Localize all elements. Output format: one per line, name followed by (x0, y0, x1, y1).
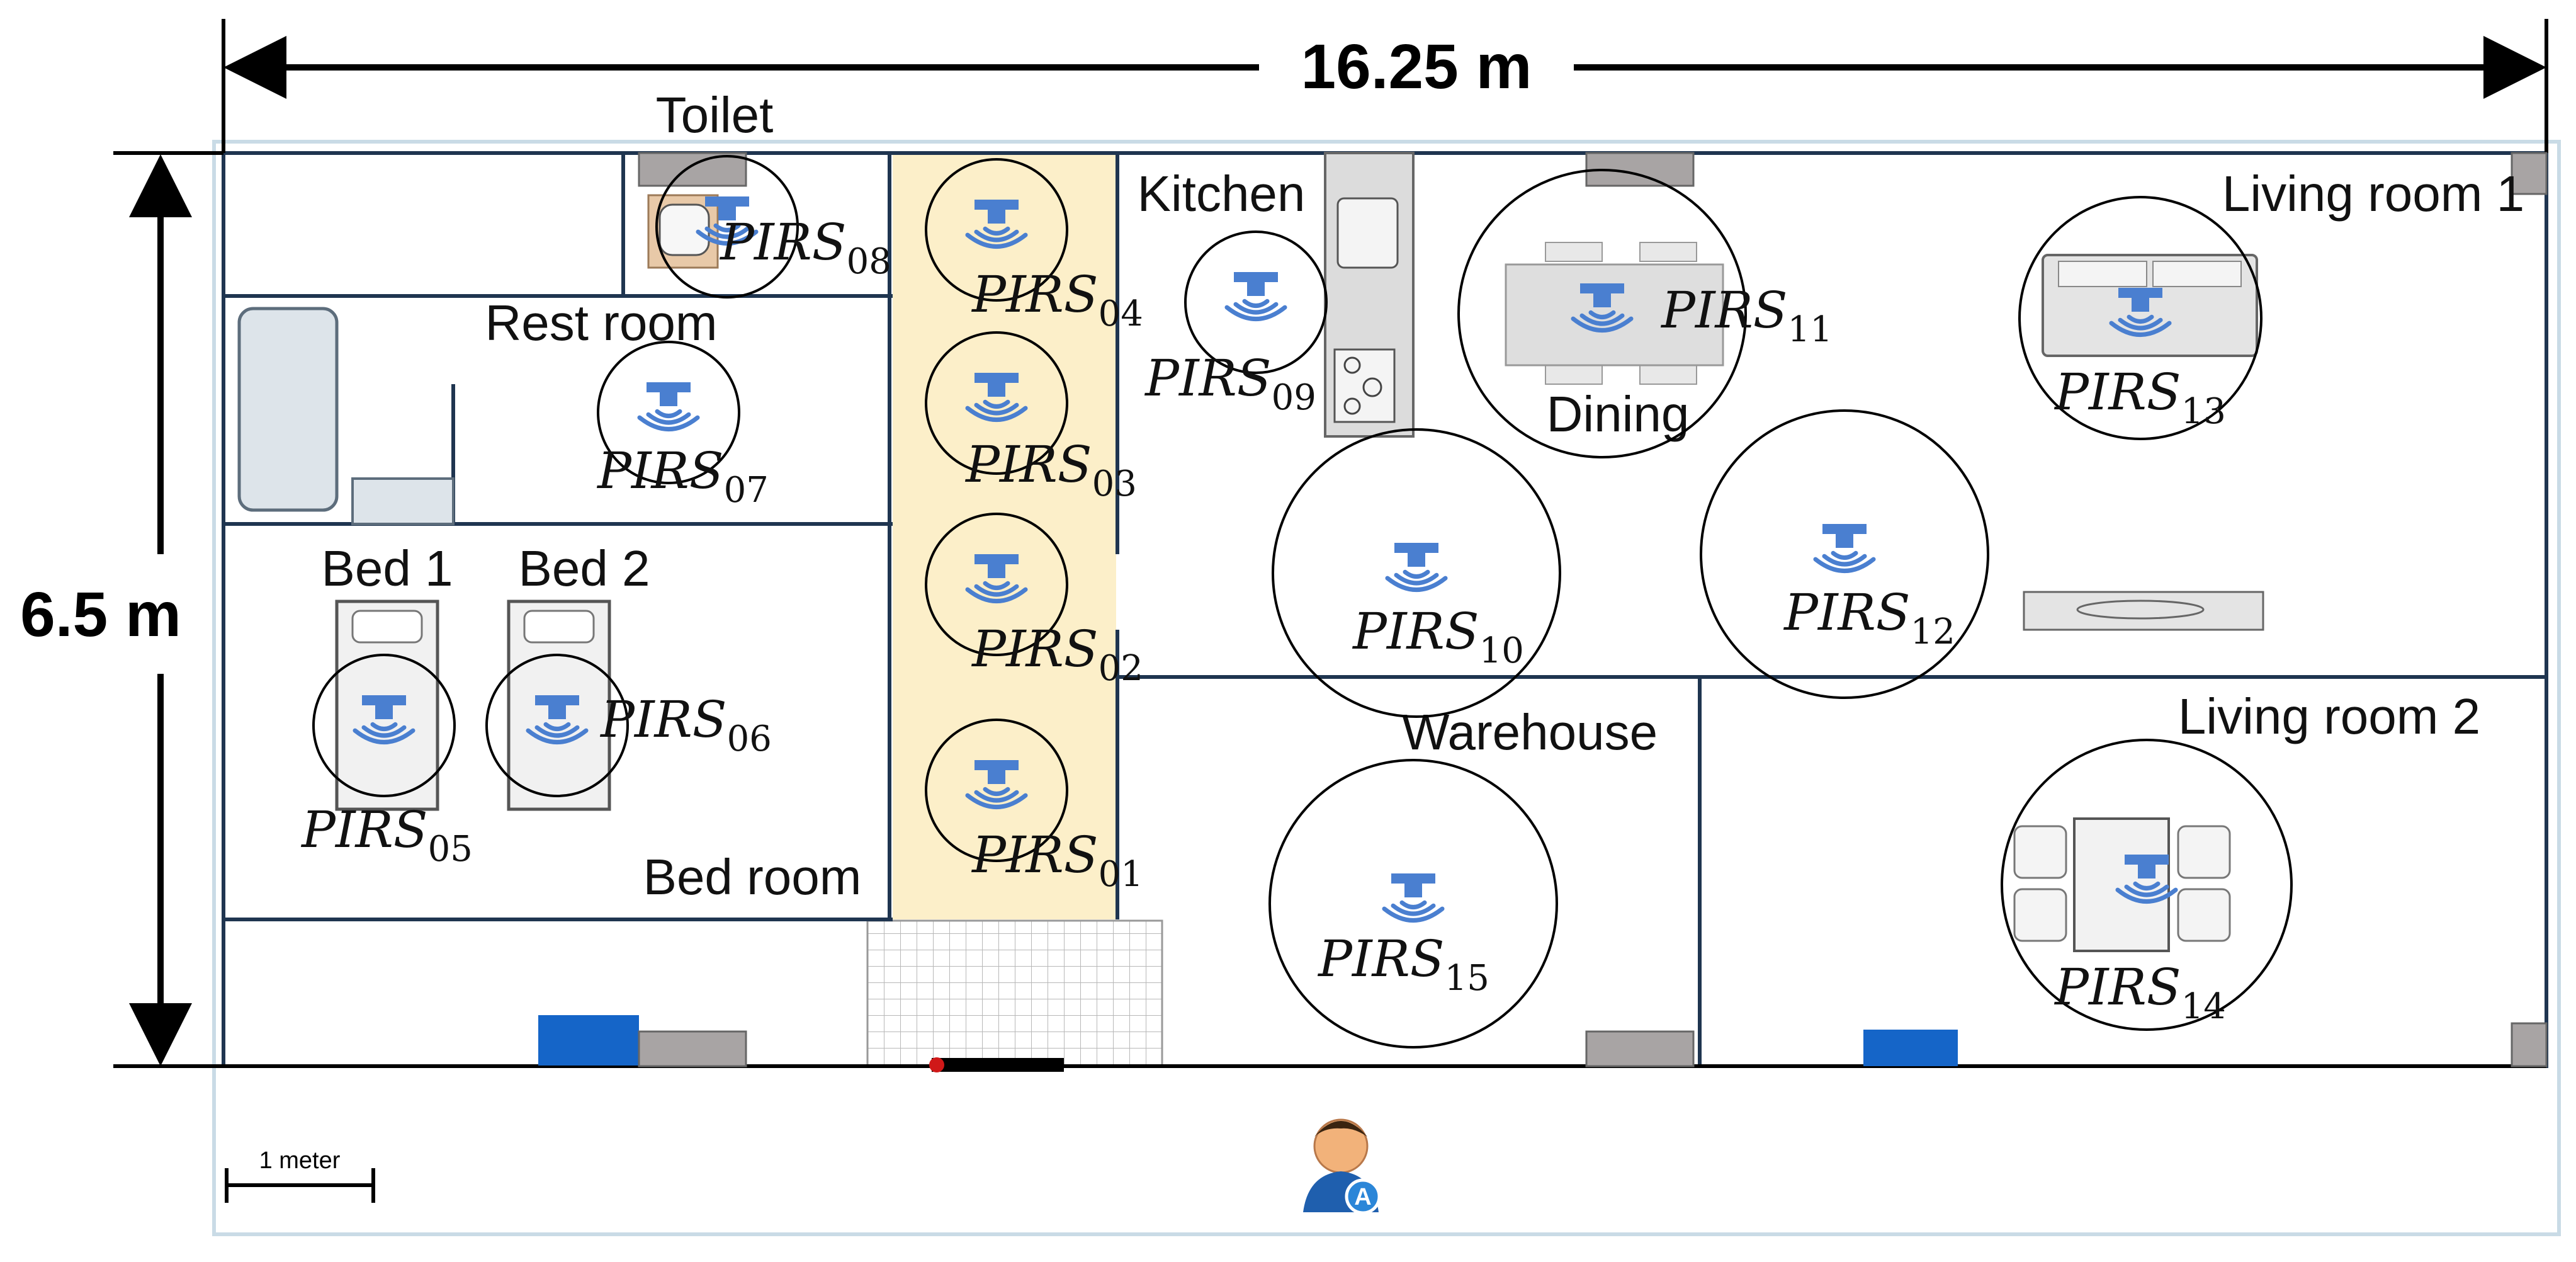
pir-sensor-12: PIRS12 (1700, 409, 1989, 699)
sensor-range-circle (1700, 409, 1989, 699)
sensor-range-circle (655, 155, 799, 298)
pir-sensor-icon (1813, 524, 1876, 573)
pir-sensor-09: PIRS09 (1144, 230, 1328, 418)
pir-sensor-icon (2115, 855, 2178, 904)
pir-sensor-icon (1571, 283, 1634, 333)
sensor-range-circle (2018, 196, 2262, 440)
door-handle (929, 1057, 944, 1072)
room-label-bed-room: Bed room (643, 849, 862, 905)
pir-sensor-label: PIRS11 (1660, 281, 1833, 350)
sensor-range-circle (925, 158, 1068, 302)
sensor-range-circle (597, 341, 740, 484)
sensor-range-circle (1457, 169, 1747, 458)
room-label-toilet: Toilet (656, 87, 774, 143)
room-label-living-room-2: Living room 2 (2178, 688, 2480, 744)
sink-counter (351, 477, 455, 525)
pir-sensor-label: PIRS14 (2053, 958, 2226, 1027)
pir-sensor-icon (2109, 288, 2172, 337)
tv-stand (2023, 591, 2264, 631)
pir-sensor-icon (526, 695, 589, 744)
pir-sensor-icon (353, 695, 415, 744)
sensor-range-circle (925, 331, 1068, 475)
room-label-bed-1: Bed 1 (321, 540, 453, 596)
room-label-living-room-1: Living room 1 (2222, 166, 2524, 222)
sensor-range-circle (1184, 230, 1328, 374)
pir-sensor-icon (1385, 543, 1448, 592)
sensor-range-circle (2001, 739, 2293, 1031)
pir-sensor-icon (696, 196, 759, 246)
pir-sensor-label: PIRS13 (2053, 363, 2226, 432)
room-label-kitchen: Kitchen (1138, 166, 1306, 222)
person-avatar-icon: A (1303, 1118, 1381, 1215)
pir-sensor-icon (965, 373, 1028, 422)
sensor-range-circle (925, 719, 1068, 862)
pir-sensor-label: PIRS03 (964, 435, 1137, 504)
height-dimension-label: 6.5 m (20, 579, 181, 650)
sensor-range-circle (485, 654, 629, 797)
pir-sensor-label: PIRS07 (596, 441, 769, 511)
pir-sensor-icon (637, 382, 700, 431)
dining-table (1505, 263, 1724, 367)
blue-cabinet-left (538, 1015, 639, 1066)
pir-sensor-label: PIRS12 (1783, 583, 1955, 652)
pir-sensor-05: PIRS05 (300, 654, 473, 870)
pir-sensor-label: PIRS05 (300, 800, 473, 870)
pir-sensor-13: PIRS13 (2018, 196, 2262, 440)
scale-label: 1 meter (259, 1147, 341, 1174)
bathtub (237, 307, 339, 512)
pir-sensor-06: PIRS06 (485, 654, 772, 797)
avatar-badge: A (1354, 1184, 1371, 1210)
pir-sensor-label: PIRS06 (599, 690, 772, 759)
front-door (932, 1058, 1064, 1072)
width-dimension-label: 16.25 m (1301, 31, 1532, 102)
pir-sensor-icon (965, 200, 1028, 249)
pir-sensor-03: PIRS03 (925, 331, 1137, 504)
pir-sensor-icon (1382, 873, 1445, 923)
pir-sensor-15: PIRS15 (1268, 759, 1558, 1049)
pir-sensor-icon (1224, 272, 1287, 321)
pir-sensor-07: PIRS07 (596, 341, 769, 511)
sensor-range-circle (925, 513, 1068, 656)
sensor-range-circle (1272, 428, 1561, 718)
pir-sensor-label: PIRS02 (971, 620, 1143, 689)
pir-sensor-label: PIRS04 (971, 265, 1143, 334)
room-label-dining: Dining (1547, 386, 1690, 442)
pir-sensors: PIRS01PIRS02PIRS03PIRS04PIRS05PIRS06PIRS… (300, 155, 2293, 1049)
pir-sensor-10: PIRS10 (1272, 428, 1561, 718)
pir-sensor-label: PIRS10 (1352, 602, 1524, 671)
pir-sensor-11: PIRS11 (1457, 169, 1833, 458)
blue-cabinet-right (1863, 1030, 1958, 1066)
pir-sensor-14: PIRS14 (2001, 739, 2293, 1031)
furniture (237, 152, 2548, 1067)
entrance-mat (866, 919, 1163, 1067)
pir-sensor-label: PIRS09 (1144, 349, 1316, 418)
pir-sensor-icon (965, 760, 1028, 809)
pir-sensor-02: PIRS02 (925, 513, 1143, 689)
pir-sensor-label: PIRS01 (971, 826, 1143, 895)
pir-sensor-04: PIRS04 (925, 158, 1143, 334)
pir-sensor-01: PIRS01 (925, 719, 1143, 895)
scale-bar: 1 meter (225, 1147, 375, 1203)
room-label-bed-2: Bed 2 (518, 540, 650, 596)
room-label-warehouse: Warehouse (1402, 704, 1658, 760)
pir-sensor-label: PIRS15 (1317, 929, 1489, 999)
pir-sensor-label: PIRS08 (719, 213, 891, 282)
pir-sensor-icon (965, 554, 1028, 603)
pir-sensor-08: PIRS08 (655, 155, 891, 298)
sensor-range-circle (312, 654, 456, 797)
sensor-range-circle (1268, 759, 1558, 1049)
